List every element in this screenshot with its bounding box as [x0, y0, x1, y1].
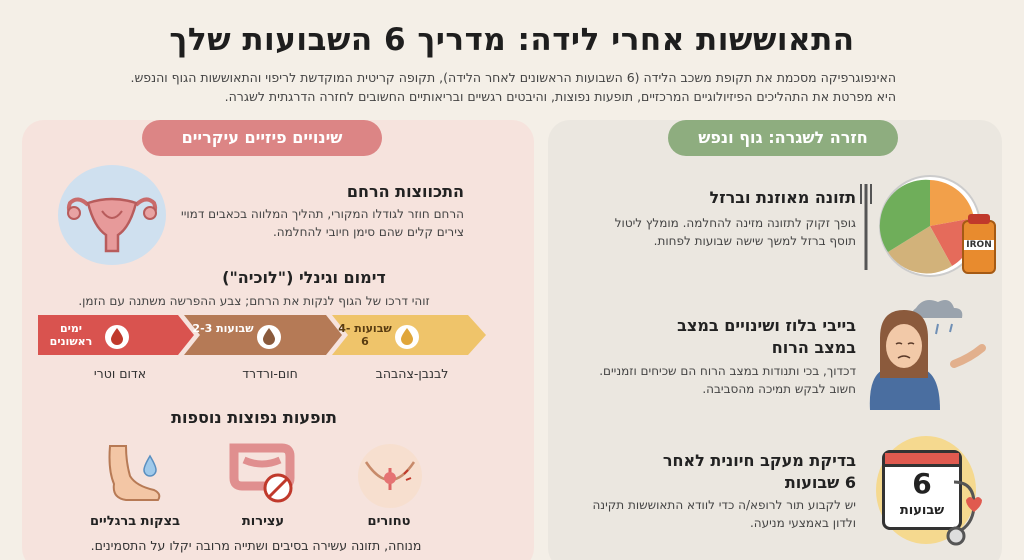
calendar-page: 6 שבועות	[882, 450, 962, 530]
intro-paragraph: האינפוגרפיקה מסכמת את תקופת משכב הלידה (…	[130, 70, 896, 104]
bleeding-title: דימום וגינלי ("לוכיה")	[222, 268, 386, 287]
stage-color-label: לבנבן-צהבהב	[375, 366, 449, 381]
physical-changes-header: שינויים פיזיים עיקריים	[142, 120, 382, 156]
stage-period-label: שבועות 4-6	[338, 322, 392, 348]
symptoms-title: תופעות נפוצות נוספות	[171, 408, 337, 427]
stethoscope-icon	[946, 480, 982, 546]
brown-drop-icon	[257, 325, 281, 349]
sad-woman-icon	[869, 300, 986, 410]
mood-text: דכדוך, בכי ותנודות במצב הרוח הם שכיחים ו…	[599, 364, 856, 396]
uterus-title: התכווצות הרחם	[346, 182, 464, 201]
hemorrhoids-icon	[358, 444, 422, 508]
yellow-drop-icon	[395, 325, 419, 349]
uterus-icon	[58, 165, 166, 265]
symptom-label: טחורים	[367, 514, 411, 529]
calendar-stethoscope-icon: 6 שבועות	[868, 430, 988, 548]
mood-title: בייבי בלוז ושינויים במצב במצב הרוח	[677, 316, 856, 357]
nutrition-title: תזונה מאוזנת וברזל	[709, 188, 856, 207]
intestine-icon	[229, 443, 295, 503]
symptom-label: בצקות ברגליים	[90, 514, 180, 529]
stage-color-label: אדום וטרי	[93, 366, 147, 381]
iron-label: IRON	[964, 240, 994, 250]
calendar-label: שבועות	[899, 503, 945, 518]
swollen-foot-icon	[108, 445, 161, 501]
red-drop-icon	[105, 325, 129, 349]
checkup-title: בדיקת מעקב חיונית לאחר 6 שבועות	[662, 451, 856, 492]
routine-header: חזרה לשגרה: גוף ונפש	[668, 120, 898, 156]
uterus-text: הרחם חוזר לגודלו המקורי, תהליך המלווה בכ…	[181, 207, 464, 239]
page-title: התאוששות אחרי לידה: מדריך 6 השבועות שלך	[169, 22, 855, 58]
stage-period-label: שבועות 2-3	[192, 322, 254, 335]
stage-period-label: ימים ראשונים	[49, 322, 93, 348]
nutrition-text: גופך זקוק לתזונה מזינה להחלמה. מומלץ ליט…	[614, 216, 856, 248]
bleeding-text: זוהי דרכו של הגוף לנקות את הרחם; צבע ההפ…	[78, 294, 430, 308]
iron-supplement-bottle: IRON	[962, 214, 996, 274]
checkup-text: יש לקבוע תור לרופא/ה כדי לוודא התאוששות …	[592, 498, 856, 530]
stage-color-label: חום-ורדרד	[242, 366, 298, 381]
symptom-label: עצירות	[241, 514, 285, 529]
calendar-number: 6	[912, 467, 932, 500]
healthy-plate-icon: IRON	[856, 170, 996, 280]
symptoms-footnote: מנוחה, תזונה עשירה בסיבים ושתייה מרובה י…	[90, 538, 422, 553]
